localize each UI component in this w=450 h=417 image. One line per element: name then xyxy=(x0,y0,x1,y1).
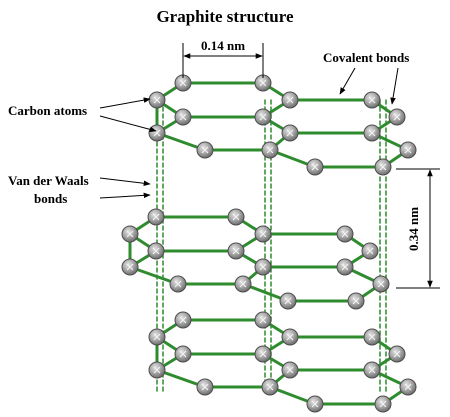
atom-highlight xyxy=(152,213,160,221)
atom-highlight xyxy=(286,129,294,137)
atom-highlight xyxy=(266,146,274,154)
atom-highlight xyxy=(153,366,161,374)
atom-highlight xyxy=(311,163,319,171)
atom-highlight xyxy=(404,383,412,391)
atom-highlight xyxy=(368,366,376,374)
atom-highlight xyxy=(179,113,187,121)
atom-highlight xyxy=(174,280,182,288)
covalent-bonds-callout: Covalent bonds xyxy=(323,50,409,105)
atom-highlight xyxy=(311,400,319,408)
covalent-bonds-label: Covalent bonds xyxy=(323,50,409,65)
carbon-atoms-callout: Carbon atoms xyxy=(8,97,157,133)
atom-highlight xyxy=(379,400,387,408)
atom-highlight xyxy=(239,280,247,288)
atom-highlight xyxy=(179,350,187,358)
atom-highlight xyxy=(366,247,374,255)
atom-highlight xyxy=(259,230,267,238)
atom-highlight xyxy=(404,146,412,154)
atom-highlight xyxy=(232,247,240,255)
atom-highlight xyxy=(259,79,267,87)
atom-highlight xyxy=(368,333,376,341)
atom-highlight xyxy=(352,297,360,305)
atom-highlight xyxy=(259,113,267,121)
interlayer-distance-marker: 0.34 nm xyxy=(396,168,440,289)
atom-highlight xyxy=(259,316,267,324)
atom-highlight xyxy=(259,350,267,358)
atom-highlight xyxy=(126,230,134,238)
atom-highlight xyxy=(393,350,401,358)
atom-highlight xyxy=(179,316,187,324)
carbon-atoms-label: Carbon atoms xyxy=(8,103,87,118)
van-der-waals-label-line2: bonds xyxy=(34,191,67,206)
atom-highlight xyxy=(201,383,209,391)
in-plane-distance-marker: 0.14 nm xyxy=(182,38,264,78)
atom-highlight xyxy=(153,333,161,341)
diagram-title: Graphite structure xyxy=(156,7,294,26)
atom-highlight xyxy=(126,263,134,271)
atom-highlight xyxy=(341,230,349,238)
atom-highlight xyxy=(259,263,267,271)
atom-highlight xyxy=(266,383,274,391)
van-der-waals-label-line1: Van der Waals xyxy=(8,173,89,188)
atom-highlight xyxy=(286,333,294,341)
atom-highlight xyxy=(201,146,209,154)
atom-highlight xyxy=(179,79,187,87)
atom-highlight xyxy=(152,247,160,255)
atom-highlight xyxy=(341,263,349,271)
atom-highlight xyxy=(379,163,387,171)
atom-highlight xyxy=(286,366,294,374)
atom-highlight xyxy=(153,96,161,104)
interlayer-distance-label: 0.34 nm xyxy=(406,207,421,251)
in-plane-distance-label: 0.14 nm xyxy=(201,38,245,53)
atom-highlight xyxy=(368,96,376,104)
atom-highlight xyxy=(284,297,292,305)
atom-highlight xyxy=(286,96,294,104)
atom-highlight xyxy=(232,213,240,221)
atom-highlight xyxy=(393,113,401,121)
carbon-atom-set xyxy=(121,74,417,413)
atom-highlight xyxy=(368,129,376,137)
van-der-waals-callout: Van der Waals bonds xyxy=(8,173,151,206)
atom-highlight xyxy=(377,280,385,288)
